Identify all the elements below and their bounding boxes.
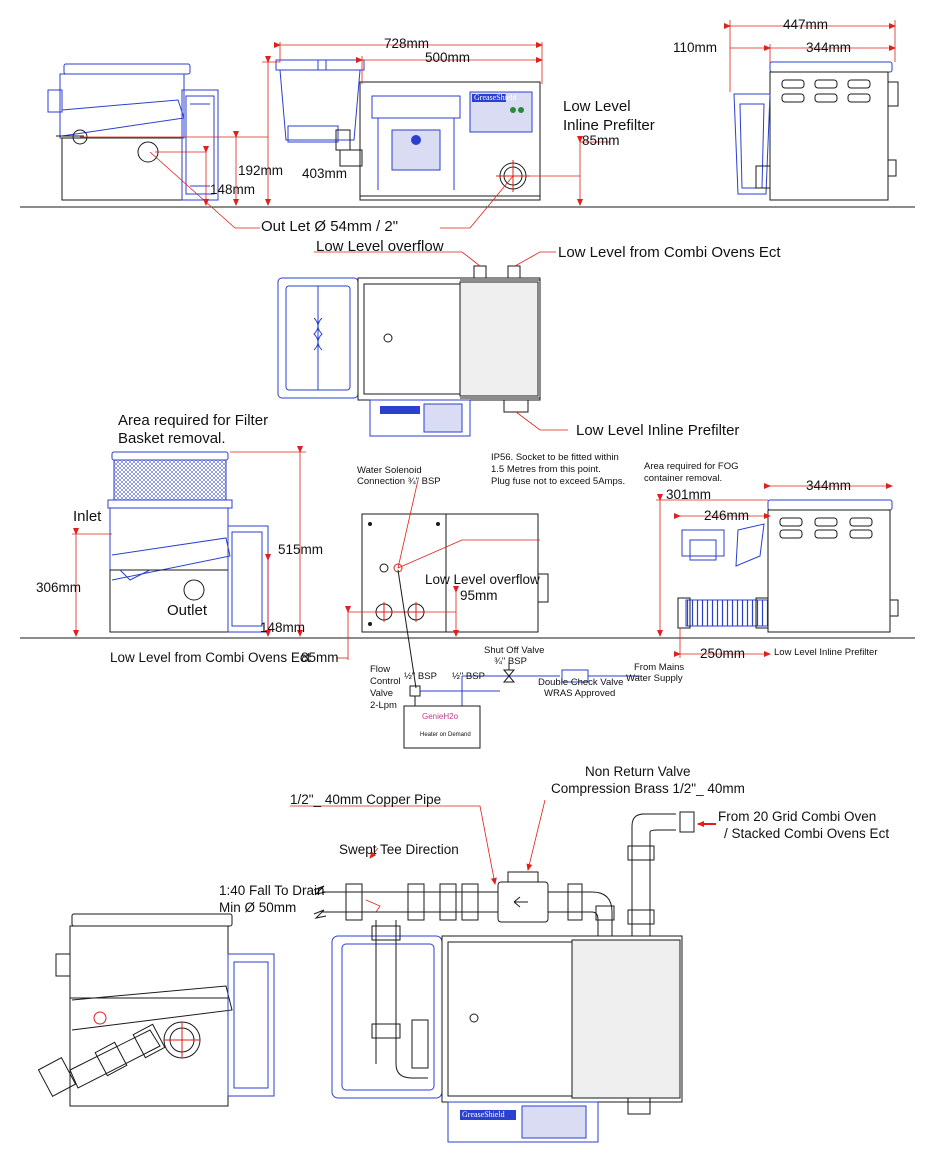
- dim-85-top: 85mm: [582, 133, 620, 148]
- heater-caption: Heater on Demand: [420, 732, 471, 738]
- dim-728: 728mm: [384, 36, 430, 51]
- flow-line2: Control: [370, 676, 401, 687]
- swept-tee-label: Swept Tee Direction: [339, 842, 459, 857]
- dim-306: 306mm: [36, 580, 82, 595]
- prefilter-line1: Low Level: [563, 98, 631, 115]
- dim-110: 110mm: [673, 40, 718, 55]
- fog-area-line2: container removal.: [644, 473, 723, 484]
- dim-447: 447mm: [783, 17, 829, 32]
- dim-403: 403mm: [302, 166, 348, 181]
- outlet-label-side: Outlet: [167, 602, 208, 619]
- nrv-line1: Non Return Valve: [585, 764, 691, 779]
- flow-line3: Valve: [370, 688, 394, 699]
- unit-fog-container-view: [677, 499, 899, 633]
- nrv-line2: Compression Brass 1/2"_ 40mm: [551, 781, 745, 796]
- brand-plate-top: GreaseShield: [474, 93, 517, 102]
- mains-line2: Water Supply: [626, 673, 683, 684]
- dim-301: 301mm: [666, 487, 712, 502]
- ip-note-line2: 1.5 Metres from this point.: [491, 464, 601, 475]
- plan-combi-label: Low Level from Combi Ovens Ect: [558, 244, 781, 261]
- rear-overflow-label: Low Level overflow: [425, 572, 540, 587]
- shutoff-line2: ¾" BSP: [494, 656, 527, 667]
- dim-85-side: 85mm: [301, 650, 339, 665]
- outlet-label-top: Out Let Ø 54mm / 2": [261, 218, 399, 235]
- plumbing-schematic: [397, 569, 640, 749]
- dim-148-side: 148mm: [260, 620, 306, 635]
- fog-area-line1: Area required for FOG: [644, 461, 739, 472]
- fog-prefilter-label: Low Level Inline Prefilter: [774, 647, 878, 658]
- area-basket-line2: Basket removal.: [118, 430, 226, 447]
- unit-rear-view-top: [733, 61, 899, 201]
- unit-side-view-basket-raised: [107, 451, 269, 633]
- combi-oven-line2: / Stacked Combi Ovens Ect: [724, 826, 890, 841]
- dim-250: 250mm: [700, 646, 746, 661]
- bsp-half-b: ½" BSP: [452, 671, 485, 682]
- fall-line1: 1:40 Fall To Drain: [219, 883, 325, 898]
- copper-pipe-label: 1/2"_ 40mm Copper Pipe: [290, 792, 442, 807]
- brand-plate-bottom: GreaseShield: [462, 1110, 505, 1119]
- ip-note-line3: Plug fuse not to exceed 5Amps.: [491, 476, 626, 487]
- combi-oven-line1: From 20 Grid Combi Oven: [718, 809, 877, 824]
- mains-line1: From Mains: [634, 662, 685, 673]
- prefilter-line2: Inline Prefilter: [563, 117, 655, 134]
- inlet-label: Inlet: [73, 508, 102, 525]
- bsp-half-a: ½" BSP: [404, 671, 437, 682]
- area-basket-line1: Area required for Filter: [118, 412, 269, 429]
- plan-overflow-label: Low Level overflow: [316, 238, 444, 255]
- heater-brand: GenieH2o: [422, 712, 459, 721]
- unit-plan-view: [277, 265, 541, 437]
- dim-95: 95mm: [460, 588, 498, 603]
- shutoff-line1: Shut Off Valve: [484, 645, 545, 656]
- solenoid-line1: Water Solenoid: [357, 465, 422, 476]
- dim-192: 192mm: [238, 163, 284, 178]
- unit-plan-view-with-pipework: [322, 811, 695, 1143]
- unit-side-view-top: [47, 63, 219, 201]
- dim-500: 500mm: [425, 50, 471, 65]
- solenoid-line2: Connection ¾" BSP: [357, 476, 441, 487]
- unit-front-view-top: [275, 59, 541, 201]
- dim-344-top: 344mm: [806, 40, 852, 55]
- flow-line4: 2-Lpm: [370, 700, 397, 711]
- check-line1: Double Check Valve: [538, 677, 624, 688]
- plan-prefilter-label: Low Level Inline Prefilter: [576, 422, 740, 439]
- fall-line2: Min Ø 50mm: [219, 900, 297, 915]
- flow-line1: Flow: [370, 664, 391, 675]
- check-line2: WRAS Approved: [544, 688, 616, 699]
- dim-246: 246mm: [704, 508, 750, 523]
- side-combi-label: Low Level from Combi Ovens Ect: [110, 650, 311, 665]
- ip-note-line1: IP56. Socket to be fitted within: [491, 452, 619, 463]
- dim-148-top: 148mm: [210, 182, 256, 197]
- dim-344-fog: 344mm: [806, 478, 852, 493]
- unit-side-view-with-pipe: [37, 913, 275, 1107]
- dim-515: 515mm: [278, 542, 324, 557]
